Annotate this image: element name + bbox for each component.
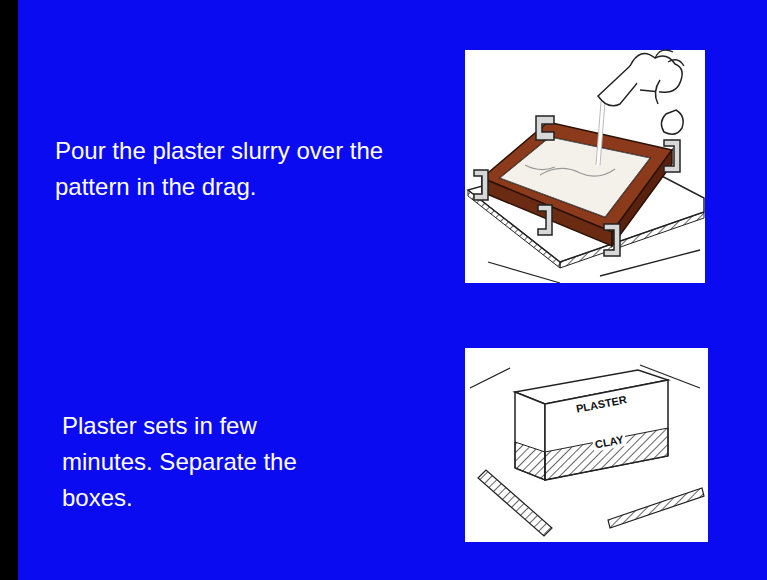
c-clamp (538, 205, 552, 235)
image-panel (465, 348, 708, 542)
clay-layer (515, 442, 545, 480)
floor-line (470, 368, 510, 388)
c-clamp (604, 224, 620, 256)
step-text: Plaster sets in few minutes. Separate th… (62, 408, 352, 516)
fingers (655, 50, 684, 66)
c-clamp (664, 140, 680, 172)
step-text: Pour the plaster slurry over the pattern… (55, 133, 405, 205)
flask-part (608, 488, 704, 528)
floor-line (488, 262, 560, 283)
plaster-slurry (500, 137, 650, 217)
slurry-ripple (525, 165, 555, 170)
image-panel (465, 50, 705, 283)
pour-stream (598, 102, 603, 165)
clay-layer (545, 428, 668, 480)
slurry-ripple (540, 168, 615, 176)
c-clamp (474, 170, 488, 200)
pour-stream (598, 102, 603, 165)
mold-front (545, 380, 668, 480)
left-band (0, 0, 18, 580)
flask-part (478, 470, 552, 536)
c-clamps (474, 116, 680, 256)
mold-side (515, 392, 545, 480)
drag-frame (482, 122, 672, 232)
c-clamp (536, 116, 554, 140)
second-hand (655, 80, 683, 134)
